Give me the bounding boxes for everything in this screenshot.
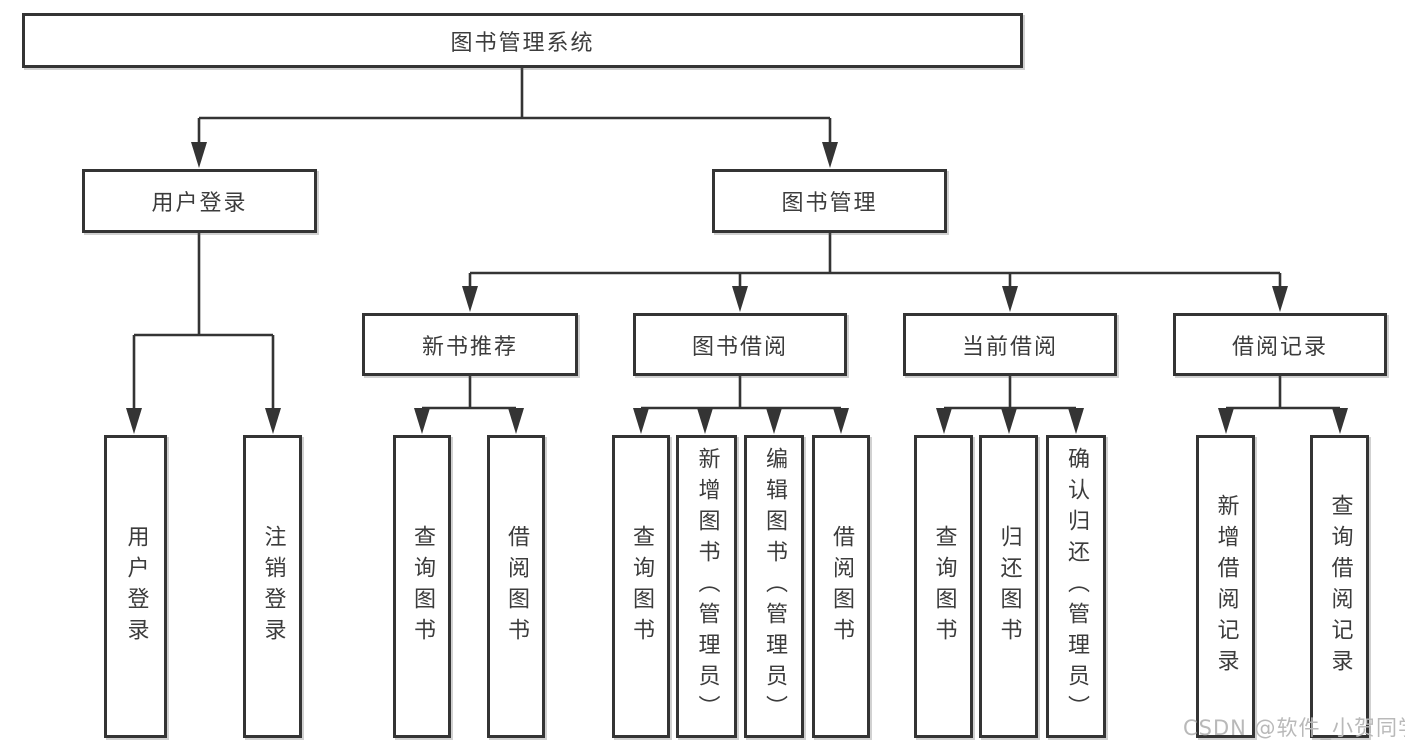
node-book-borrow: 图书借阅 [633, 313, 847, 376]
arrow-leaf-recd-query [1332, 408, 1348, 434]
leaf-records-add-record-label: 新增借阅记录 [1213, 493, 1239, 680]
connector-records-to-children [1224, 376, 1342, 412]
leaf-borrow-edit-books-admin: 编辑图书（管理员） [744, 435, 804, 738]
leaf-recommend-query-books: 查询图书 [393, 435, 451, 738]
connector-recommend-to-children [420, 376, 518, 412]
node-root: 图书管理系统 [22, 13, 1023, 68]
node-book-management: 图书管理 [712, 169, 947, 233]
arrow-borrow-records [1272, 286, 1288, 312]
leaf-recommend-query-books-label: 查询图书 [410, 524, 435, 649]
node-book-management-label: 图书管理 [781, 191, 878, 216]
arrow-leaf-logout [265, 408, 281, 434]
leaf-borrow-add-books-admin: 新增图书（管理员） [676, 435, 737, 738]
connector-user-login-to-children [132, 233, 275, 412]
leaf-recommend-borrow-books-label: 借阅图书 [504, 524, 529, 649]
leaf-records-add-record: 新增借阅记录 [1196, 435, 1255, 738]
leaf-records-query-record-label: 查询借阅记录 [1327, 493, 1353, 680]
leaf-borrow-query-books: 查询图书 [612, 435, 670, 738]
leaf-logout-login-label: 注销登录 [260, 524, 286, 649]
leaf-borrow-query-books-label: 查询图书 [629, 524, 654, 649]
leaf-borrow-borrow-books: 借阅图书 [812, 435, 870, 738]
node-root-label: 图书管理系统 [450, 30, 595, 56]
arrow-recommend [462, 286, 478, 312]
node-new-book-recommend: 新书推荐 [362, 313, 578, 376]
arrow-leaf-cur-return [1001, 408, 1017, 434]
arrow-leaf-user-login [126, 408, 142, 434]
leaf-borrow-edit-books-admin-label: 编辑图书（管理员） [762, 447, 787, 726]
arrow-user-login [191, 142, 207, 168]
leaf-user-login-label: 用户登录 [123, 524, 149, 649]
leaf-current-query-books-label: 查询图书 [931, 524, 957, 649]
arrow-leaf-cur-query [936, 408, 952, 434]
leaf-records-query-record: 查询借阅记录 [1310, 435, 1369, 738]
node-borrow-records: 借阅记录 [1173, 313, 1387, 376]
connector-current-to-children [942, 376, 1078, 412]
arrowheads [126, 142, 1348, 434]
leaf-current-confirm-return-admin-label: 确认归还（管理员） [1064, 447, 1089, 726]
node-new-book-recommend-label: 新书推荐 [421, 334, 518, 360]
leaf-current-return-books-label: 归还图书 [996, 524, 1022, 649]
node-borrow-records-label: 借阅记录 [1231, 334, 1328, 360]
arrow-book-mgmt [822, 142, 838, 168]
leaf-current-confirm-return-admin: 确认归还（管理员） [1046, 435, 1106, 738]
arrow-leaf-cur-confirm [1068, 408, 1084, 434]
arrow-leaf-bor-edit [766, 408, 782, 434]
leaf-current-query-books: 查询图书 [914, 435, 973, 738]
arrow-leaf-bor-borrow [833, 408, 849, 434]
connector-borrow-to-children [639, 376, 843, 412]
arrow-current-borrow [1002, 286, 1018, 312]
leaf-borrow-borrow-books-label: 借阅图书 [829, 524, 854, 649]
node-current-borrow: 当前借阅 [903, 313, 1117, 376]
arrow-leaf-bor-add [697, 408, 713, 434]
node-current-borrow-label: 当前借阅 [961, 334, 1058, 360]
leaf-logout-login: 注销登录 [243, 435, 302, 738]
leaf-borrow-add-books-admin-label: 新增图书（管理员） [694, 447, 720, 726]
leaf-current-return-books: 归还图书 [979, 435, 1038, 738]
arrow-leaf-rec-query [414, 408, 430, 434]
connector-root-to-level1 [197, 68, 832, 146]
arrow-book-borrow [732, 286, 748, 312]
arrow-leaf-bor-query [633, 408, 649, 434]
node-user-login: 用户登录 [82, 169, 317, 233]
arrow-leaf-recd-add [1218, 408, 1234, 434]
node-user-login-label: 用户登录 [151, 191, 248, 216]
connector-book-mgmt-to-children [468, 233, 1282, 290]
arrow-leaf-rec-borrow [508, 408, 524, 434]
watermark: CSDN @软件_小贺同学 [1183, 716, 1405, 740]
leaf-recommend-borrow-books: 借阅图书 [487, 435, 545, 738]
leaf-user-login: 用户登录 [104, 435, 167, 738]
node-book-borrow-label: 图书借阅 [691, 334, 788, 360]
